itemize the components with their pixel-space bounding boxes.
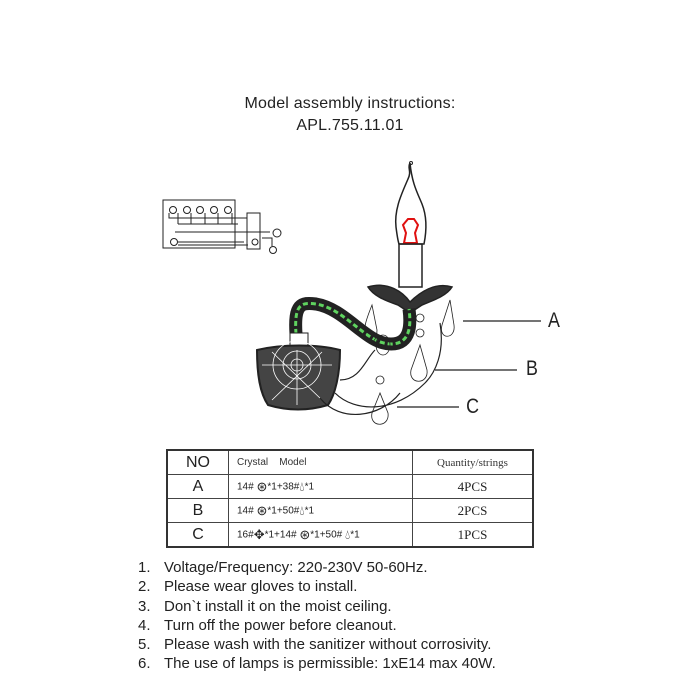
label-b: B (526, 357, 538, 380)
header-crystal: Crystal (237, 457, 269, 468)
row-model: 16#✥*1+14# ⊛*1+50# 💧︎*1 (228, 522, 413, 548)
row-model: 14# ⊛*1+50#💧︎*1 (228, 498, 413, 523)
wiring-diagram (162, 199, 282, 254)
header-no: NO (166, 449, 229, 475)
diamond-crystal-icon: ✥ (253, 526, 265, 542)
instructions-list: 1.Voltage/Frequency: 220-230V 50-60Hz. 2… (138, 558, 496, 674)
header-qty: Quantity/strings (412, 449, 534, 475)
drop-crystal-icon: 💧︎ (345, 526, 351, 542)
table-row: C 16#✥*1+14# ⊛*1+50# 💧︎*1 1PCS (166, 522, 534, 548)
bulb-symbol-icon (169, 206, 277, 254)
row-qty: 2PCS (412, 498, 534, 523)
octagon-crystal-icon: ⊛ (256, 502, 268, 518)
list-item: 3.Don`t install it on the moist ceiling. (138, 597, 392, 615)
row-no: C (166, 522, 229, 548)
octagon-crystal-icon: ⊛ (299, 526, 311, 542)
label-c: C (466, 395, 480, 418)
filament (401, 218, 420, 244)
list-item: 6.The use of lamps is permissible: 1xE14… (138, 655, 496, 673)
list-item: 2.Please wear gloves to install. (138, 578, 358, 596)
row-qty: 1PCS (412, 522, 534, 548)
doc-title: Model assembly instructions: (244, 95, 456, 112)
crystal-table: NO Crystal Model Quantity/strings A 14# … (166, 449, 534, 548)
list-item: 5.Please wash with the sanitizer without… (138, 636, 492, 654)
table-header-row: NO Crystal Model Quantity/strings (166, 449, 534, 475)
row-qty: 4PCS (412, 474, 534, 499)
octagon-crystal-icon: ⊛ (256, 478, 268, 494)
label-a: A (548, 309, 560, 332)
row-model: 14# ⊛*1+38#💧︎*1 (228, 474, 413, 499)
header-crystal-model: Crystal Model (228, 449, 413, 475)
row-no: A (166, 474, 229, 499)
drop-crystal-icon: 💧︎ (299, 502, 305, 518)
list-item: 1.Voltage/Frequency: 220-230V 50-60Hz. (138, 559, 428, 576)
drop-crystal-icon (364, 299, 455, 425)
row-no: B (166, 498, 229, 523)
drop-crystal-icon: 💧︎ (299, 478, 305, 494)
table-row: B 14# ⊛*1+50#💧︎*1 2PCS (166, 498, 534, 523)
header-model: Model (279, 457, 307, 468)
model-number: APL.755.11.01 (296, 117, 404, 134)
table-row: A 14# ⊛*1+38#💧︎*1 4PCS (166, 474, 534, 499)
list-item: 4.Turn off the power before cleanout. (138, 616, 397, 634)
